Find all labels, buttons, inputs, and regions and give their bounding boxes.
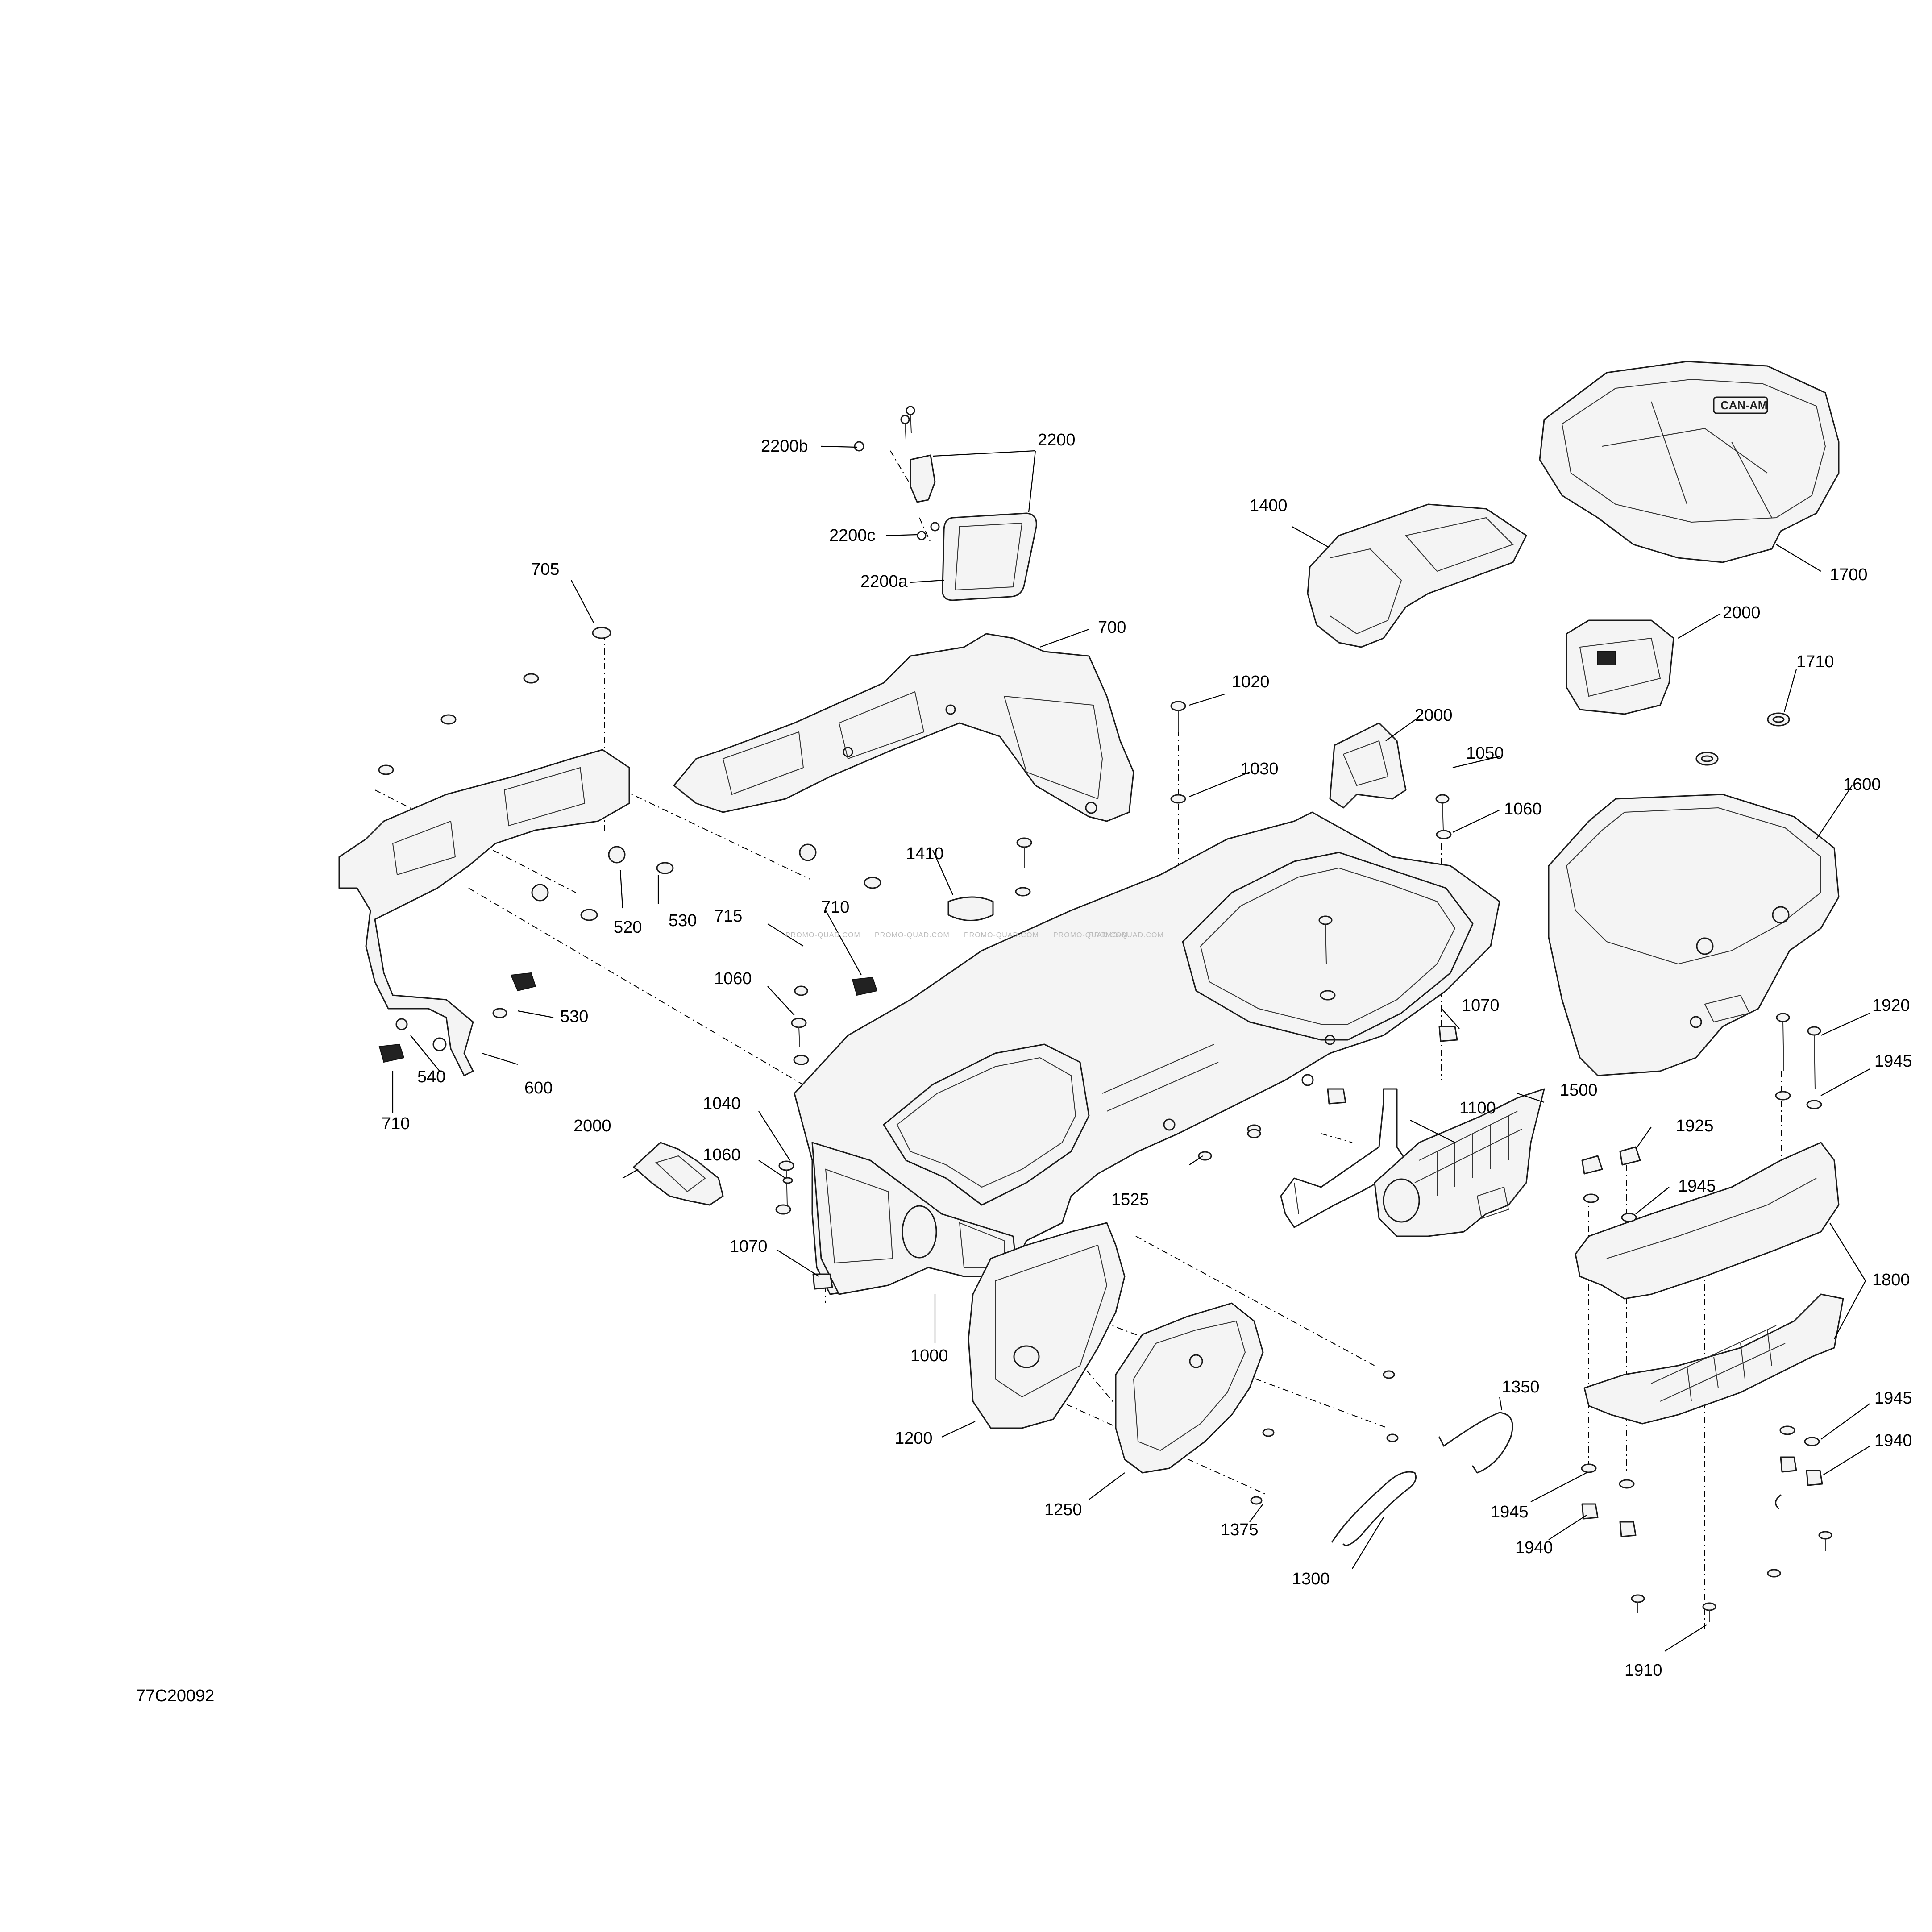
rack-hardware	[1581, 1013, 1832, 1622]
callout-1945-c: 1945	[1874, 1389, 1912, 1408]
watermark-text: PROMO-QUAD.COM	[1089, 931, 1164, 939]
callout-1000: 1000	[910, 1346, 948, 1365]
part-1000-main-body	[794, 811, 1500, 1295]
callout-1060-b: 1060	[703, 1146, 741, 1164]
watermark-text: PROMO-QUAD.COM	[785, 931, 860, 939]
callout-labels: 2200b 2200 2200c 2200a 705 700 1400 1700…	[382, 431, 1912, 1680]
part-2000-latch-top	[1566, 619, 1674, 715]
leader-lines	[392, 445, 1870, 1652]
callout-530-a: 530	[669, 911, 697, 930]
callout-1040: 1040	[703, 1094, 741, 1113]
callout-1910: 1910	[1625, 1661, 1662, 1680]
callout-1940-a: 1940	[1874, 1431, 1912, 1450]
callout-1200: 1200	[895, 1429, 933, 1448]
callout-530-b: 530	[560, 1007, 588, 1026]
callout-1600: 1600	[1843, 775, 1881, 794]
callout-1525: 1525	[1111, 1190, 1149, 1209]
callout-1070-l: 1070	[730, 1237, 768, 1256]
callout-540: 540	[417, 1068, 445, 1086]
callout-1100: 1100	[1459, 1099, 1496, 1118]
small-hardware-left	[378, 627, 881, 1063]
watermark: PROMO-QUAD.COM PROMO-QUAD.COM PROMO-QUAD…	[785, 931, 1164, 939]
part-2000-latch-left	[633, 1142, 724, 1206]
callout-1920: 1920	[1872, 996, 1910, 1015]
callout-1925: 1925	[1676, 1117, 1714, 1135]
callout-1400: 1400	[1250, 496, 1288, 515]
part-600-left-bracket	[338, 749, 630, 1076]
callout-2000-low: 2000	[573, 1117, 611, 1135]
brand-logo: CAN-AM	[1720, 399, 1767, 412]
drawing-number: 77C20092	[136, 1687, 214, 1705]
callout-2200c: 2200c	[829, 526, 876, 545]
callout-1410: 1410	[906, 844, 944, 863]
callout-1050: 1050	[1466, 744, 1504, 763]
callout-715: 715	[714, 907, 742, 926]
callout-1060-l: 1060	[714, 969, 752, 988]
callout-1060-r: 1060	[1504, 800, 1542, 819]
part-1800-rack	[1575, 1142, 1844, 1425]
callout-1375: 1375	[1221, 1521, 1259, 1539]
callout-710-a: 710	[821, 898, 849, 917]
callout-1500: 1500	[1560, 1081, 1598, 1100]
part-1100-bracket	[1247, 1088, 1407, 1228]
callout-2200: 2200	[1038, 431, 1076, 449]
part-1400-cover	[1307, 503, 1527, 648]
callout-600: 600	[524, 1079, 553, 1097]
callout-705: 705	[531, 560, 559, 579]
callout-1710: 1710	[1796, 652, 1834, 671]
part-1700-lid: CAN-AM	[1539, 361, 1840, 563]
watermark-text: PROMO-QUAD.COM	[964, 931, 1039, 939]
part-1710-grommets	[1695, 712, 1790, 766]
callout-1940-b: 1940	[1515, 1538, 1553, 1557]
part-1500-grille	[1374, 1088, 1545, 1237]
callout-1945-a: 1945	[1874, 1052, 1912, 1071]
watermark-text: PROMO-QUAD.COM	[1053, 931, 1128, 939]
callout-1800: 1800	[1872, 1271, 1910, 1289]
callout-1350: 1350	[1502, 1378, 1540, 1396]
part-2200a-mirror-glass	[942, 512, 1037, 601]
callout-710-b: 710	[382, 1114, 410, 1133]
callout-2200a: 2200a	[860, 572, 908, 591]
callout-1020: 1020	[1232, 673, 1270, 691]
part-700-frame-beam	[673, 633, 1134, 822]
callout-2200b: 2200b	[761, 437, 808, 456]
callout-2000-top: 2000	[1723, 603, 1761, 622]
watermark-text: PROMO-QUAD.COM	[875, 931, 950, 939]
part-2200-mirror-bracket	[854, 406, 940, 540]
part-1250-bezel-trim	[1115, 1302, 1264, 1474]
small-hardware-center	[775, 701, 1458, 1290]
callout-2000-mid: 2000	[1415, 706, 1453, 725]
part-1200-bezel	[968, 1222, 1126, 1429]
callout-1300: 1300	[1292, 1570, 1330, 1588]
part-1600-storage-bin	[1548, 794, 1840, 1076]
callout-1250: 1250	[1044, 1500, 1082, 1519]
part-1300-1350-clips	[1250, 1370, 1513, 1546]
callout-1030: 1030	[1241, 760, 1279, 778]
callout-1700: 1700	[1830, 565, 1868, 584]
callout-1070-r: 1070	[1462, 996, 1500, 1015]
callout-1945-d: 1945	[1491, 1503, 1529, 1521]
part-2000-latch-mid	[1329, 722, 1407, 809]
callout-700: 700	[1098, 618, 1126, 637]
callout-1945-b: 1945	[1678, 1177, 1716, 1196]
callout-520: 520	[614, 918, 642, 937]
